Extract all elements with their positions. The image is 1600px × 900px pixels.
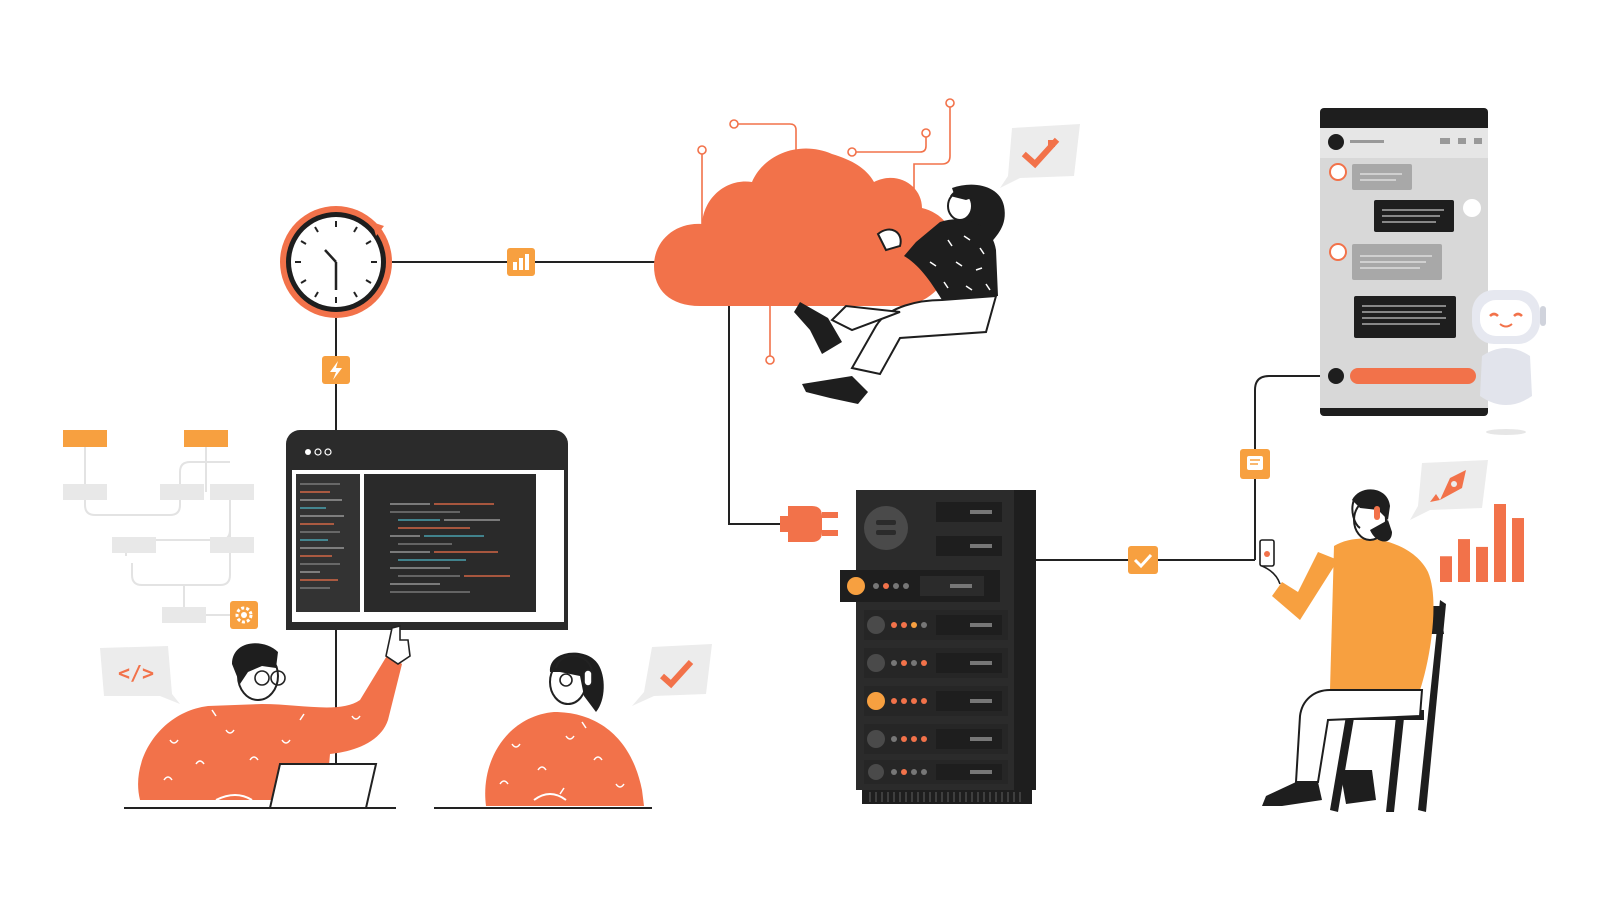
pencil-check-icon xyxy=(632,644,712,706)
server-unit xyxy=(864,648,1008,678)
circuit-nodes xyxy=(697,98,955,365)
server-unit xyxy=(864,760,1008,784)
server-unit xyxy=(864,686,1008,716)
server-rack xyxy=(840,490,1036,804)
decorative-bar xyxy=(1476,546,1488,582)
code-icon: </> xyxy=(100,646,180,704)
window-dot xyxy=(305,449,311,455)
avatar xyxy=(1328,134,1344,150)
server-unit xyxy=(864,610,1008,640)
robot-icon xyxy=(1472,290,1546,435)
support-agent-with-headset xyxy=(434,652,652,809)
flowchart-diagram xyxy=(63,430,254,623)
flowchart-node xyxy=(112,537,156,553)
flowchart-node xyxy=(210,484,254,500)
bar-chart-decoration xyxy=(1440,504,1524,582)
window-dot xyxy=(314,448,322,456)
cloud-icon xyxy=(654,148,954,306)
plug-icon xyxy=(780,506,838,542)
gear-icon xyxy=(230,601,258,629)
message-input xyxy=(1350,368,1476,384)
bot-avatar xyxy=(1329,243,1347,261)
flowchart-node xyxy=(162,607,206,623)
chat-bubble-outgoing xyxy=(1354,296,1456,338)
bar-chart-icon xyxy=(507,248,535,276)
message-icon xyxy=(1240,449,1270,479)
flowchart-node xyxy=(210,537,254,553)
flowchart-node-top-left xyxy=(63,430,107,447)
woman-on-cloud xyxy=(794,184,1005,404)
flowchart-node xyxy=(63,484,107,500)
cloud-circuit-lines xyxy=(701,104,951,358)
lightning-icon xyxy=(322,356,350,384)
seated-man-with-phone xyxy=(1259,489,1446,812)
flowchart-node xyxy=(160,484,204,500)
window-dot xyxy=(324,448,332,456)
rocket-icon xyxy=(1410,460,1488,520)
decorative-bar xyxy=(1494,504,1506,582)
code-lines xyxy=(300,483,510,593)
decorative-bar xyxy=(1440,556,1452,582)
chat-bubble-incoming xyxy=(1352,164,1412,190)
code-editor-window xyxy=(286,430,568,630)
svg-text:</>: </> xyxy=(118,661,154,685)
clock-icon xyxy=(280,206,392,318)
bot-avatar xyxy=(1329,163,1347,181)
check-icon xyxy=(1128,546,1158,574)
server-unit xyxy=(840,570,1000,602)
user-avatar xyxy=(1463,199,1481,217)
decorative-bar xyxy=(1512,518,1524,582)
decorative-bar xyxy=(1458,539,1470,582)
developer-with-laptop xyxy=(124,624,411,809)
server-unit xyxy=(864,724,1008,754)
input-avatar xyxy=(1328,368,1344,384)
pencil-check-icon xyxy=(1000,124,1080,188)
chat-phone xyxy=(1320,108,1488,416)
flowchart-node-top-right xyxy=(184,430,228,447)
connector-lines xyxy=(335,261,1320,790)
